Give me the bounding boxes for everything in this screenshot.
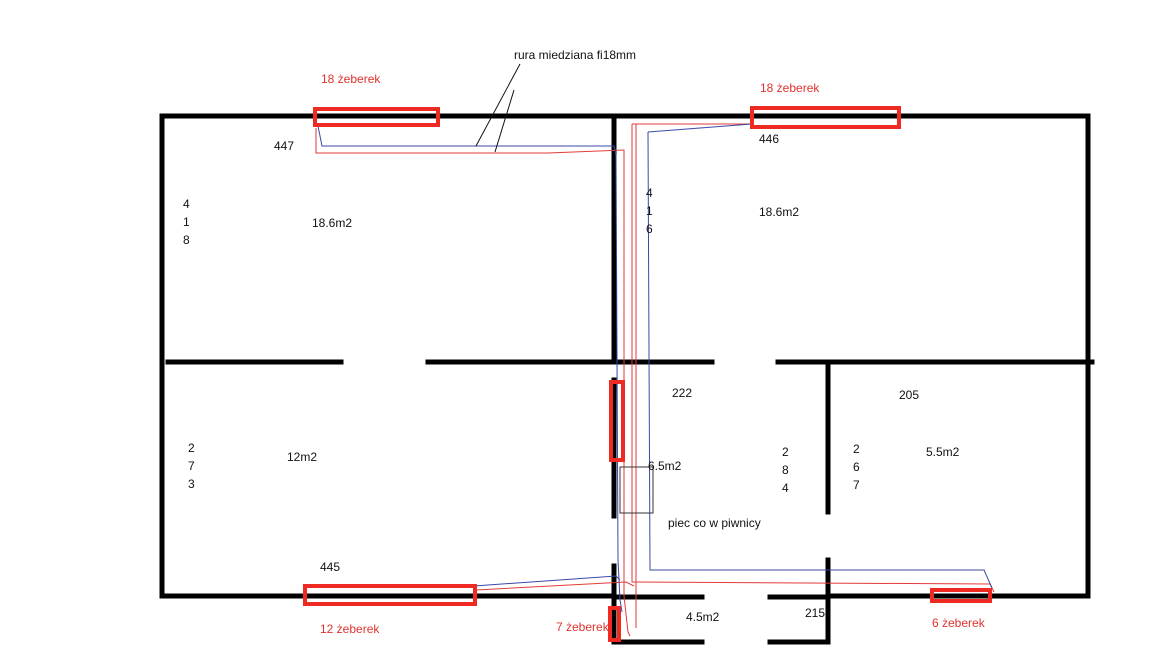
room-top-right-height-digit: 4 [646,186,653,200]
room-bottom-left-width: 445 [320,560,340,574]
room-hall-height-digit: 4 [782,481,789,495]
room-small-area: 4.5m2 [686,610,720,624]
room-top-right-width: 446 [759,132,779,146]
return-pipe-left-lower [473,575,621,587]
radiator-bottom-left [303,584,477,606]
room-top-right-area: 18.6m2 [759,205,799,219]
return-pipe [317,123,993,613]
room-bathroom-area: 5.5m2 [926,445,960,459]
room-top-right-height-digit: 1 [646,204,653,218]
radiator-top-right [750,106,901,129]
room-bottom-left-height-digit: 2 [188,441,195,455]
boiler-label: piec co w piwnicy [668,516,761,530]
room-bottom-left-area: 12m2 [287,450,317,464]
room-small-width: 215 [805,606,825,620]
room-bottom-left-height-digit: 7 [188,459,195,473]
radiator-label-bathroom: 6 żeberek [932,616,986,630]
radiator-hall [609,380,625,462]
supply-pipe [315,123,995,637]
room-bottom-left-height-digit: 3 [188,477,195,491]
walls [159,113,1095,645]
pipe-label-leader-a [475,63,521,147]
room-top-left-width: 447 [274,139,294,153]
room-hall-width: 222 [672,386,692,400]
return-pipe-right-upper [647,123,753,133]
room-hall-height-digit: 2 [782,445,789,459]
radiator-label-small: 7 żeberek [556,620,610,634]
room-bathroom-width: 205 [899,388,919,402]
radiator-label-top-left: 18 żeberek [321,72,381,86]
pipe-label-leader-b [494,89,515,153]
room-hall-area: 6.5m2 [648,459,682,473]
return-pipe-left-upper [317,125,623,613]
room-top-left-height-digit: 1 [183,215,190,229]
room-hall-height-digit: 8 [782,463,789,477]
room-top-left-height-digit: 4 [183,197,190,211]
room-top-left-area: 18.6m2 [312,216,352,230]
supply-pipe-left-lower [475,581,635,591]
radiator-bathroom [930,588,992,603]
radiator-small [608,606,621,642]
boiler-box [619,466,654,514]
supply-pipe-left-upper [315,128,631,637]
room-bathroom-height-digit: 7 [853,478,860,492]
radiator-label-top-right: 18 żeberek [760,81,820,95]
radiator-top-left [313,107,440,127]
room-bathroom-height-digit: 2 [853,442,860,456]
pipe-label: rura miedziana fi18mm [514,48,636,62]
room-top-left-height-digit: 8 [183,233,190,247]
room-top-right-height-digit: 6 [646,222,653,236]
return-pipe-right-lower [647,131,993,589]
radiator-label-bottom-left: 12 żeberek [320,622,380,636]
radiators [303,106,992,642]
room-bathroom-height-digit: 6 [853,460,860,474]
